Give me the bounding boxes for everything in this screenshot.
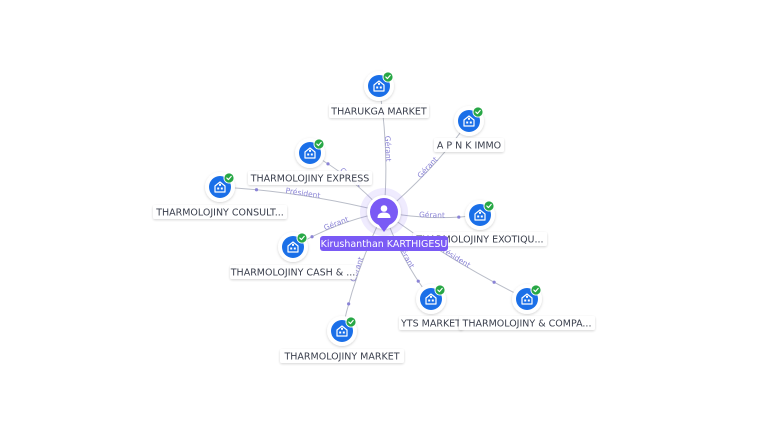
company-node-consult[interactable]: THARMOLOJINY CONSULT... — [153, 172, 287, 219]
company-label-bg — [399, 316, 463, 330]
building-icon — [214, 181, 226, 193]
building-icon — [474, 209, 486, 221]
edge-arrow-compa — [492, 280, 496, 284]
company-label-bg — [248, 171, 372, 185]
person-node[interactable]: Kirushanthan KARTHIGESU — [320, 188, 448, 251]
check-icon — [530, 284, 542, 296]
check-icon — [296, 232, 308, 244]
edge-consult — [219, 186, 385, 213]
edge-label-tharukga: Gérant — [383, 136, 393, 162]
company-label-bg — [153, 205, 287, 219]
building-icon — [336, 325, 348, 337]
check-icon — [483, 200, 495, 212]
person-name[interactable]: Kirushanthan KARTHIGESU — [321, 239, 448, 250]
edge-label-exotiqu: Gérant — [419, 210, 445, 220]
company-node-apnk[interactable]: A P N K IMMO — [434, 106, 504, 152]
check-icon — [223, 172, 235, 184]
check-icon — [472, 106, 484, 118]
building-icon — [373, 80, 385, 92]
edge-arrow-market — [347, 302, 351, 306]
building-icon — [463, 115, 475, 127]
person-label-bg — [320, 236, 448, 251]
company-label[interactable]: THARMOLOJINY MARKET — [283, 352, 399, 363]
edge-arrow-express — [326, 162, 330, 166]
company-node-express[interactable]: THARMOLOJINY EXPRESS — [248, 138, 372, 185]
company-label[interactable]: THARMOLOJINY EXPRESS — [250, 174, 370, 185]
company-node-yts[interactable]: YTS MARKET — [399, 284, 463, 330]
edge-label-apnk: Gérant — [415, 155, 439, 180]
company-node-market[interactable]: THARMOLOJINY MARKET — [280, 316, 404, 363]
building-icon — [287, 241, 299, 253]
company-label-bg — [434, 138, 504, 152]
company-label[interactable]: THARMOLOJINY CASH & ... — [230, 268, 356, 279]
edge-arrow-consult — [254, 188, 259, 192]
company-label[interactable]: THARUKGA MARKET — [330, 107, 427, 118]
building-icon — [521, 293, 533, 305]
company-label-bg — [280, 349, 404, 363]
edge-arrow-yts — [416, 279, 420, 283]
company-label[interactable]: THARMOLOJINY & COMPA... — [462, 319, 592, 330]
company-label[interactable]: YTS MARKET — [400, 319, 461, 330]
company-label[interactable]: THARMOLOJINY EXOTIQU... — [415, 235, 543, 246]
building-icon — [304, 147, 316, 159]
edge-label-cash: Gérant — [323, 215, 350, 233]
check-icon — [345, 316, 357, 328]
check-icon — [382, 71, 394, 83]
company-node-compa[interactable]: THARMOLOJINY & COMPA... — [459, 284, 595, 330]
company-node-cash[interactable]: THARMOLOJINY CASH & ... — [230, 232, 356, 279]
company-label-bg — [230, 265, 356, 279]
person-icon — [377, 205, 391, 218]
company-label-bg — [329, 104, 429, 118]
building-icon — [425, 293, 437, 305]
edge-compa — [383, 211, 528, 300]
company-label[interactable]: THARMOLOJINY CONSULT... — [155, 208, 284, 219]
check-icon — [434, 284, 446, 296]
company-nodes-layer: THARUKGA MARKET A P N K IMMO THARMOLOJINY … — [153, 71, 595, 363]
company-node-tharukga[interactable]: THARUKGA MARKET — [329, 71, 429, 118]
company-label-bg — [459, 316, 595, 330]
edge-label-consult: Président — [285, 186, 321, 200]
check-icon — [313, 138, 325, 150]
edge-arrow-cash — [310, 235, 314, 239]
company-label[interactable]: A P N K IMMO — [437, 141, 501, 152]
edge-arrow-exotiqu — [457, 215, 461, 219]
